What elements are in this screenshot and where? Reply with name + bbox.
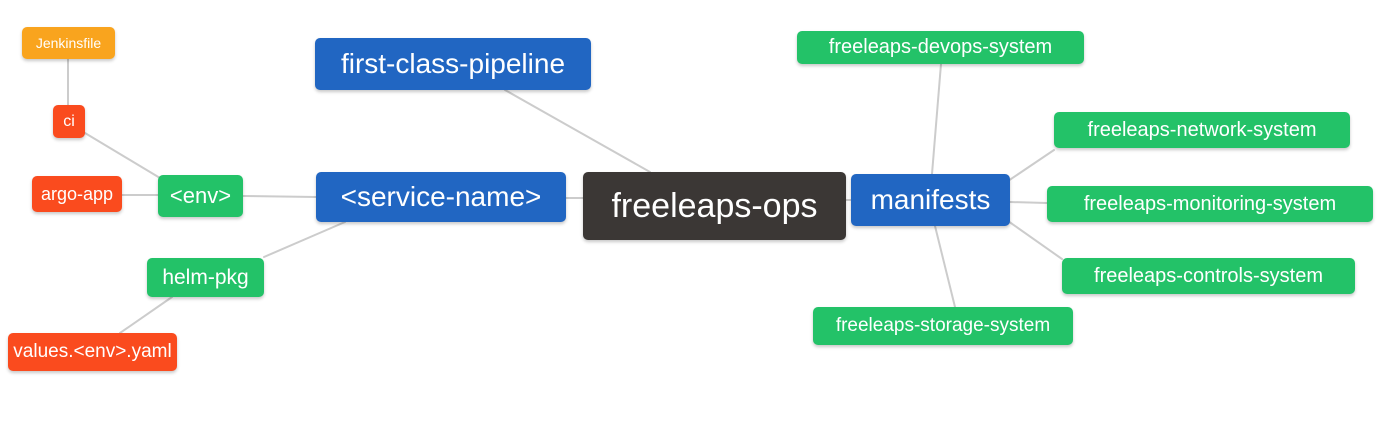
node-freeleaps-devops-system[interactable]: freeleaps-devops-system — [797, 31, 1084, 64]
node-freeleaps-monitoring-system[interactable]: freeleaps-monitoring-system — [1047, 186, 1373, 222]
edge-ci-env — [84, 132, 161, 179]
node-first-class-pipeline[interactable]: first-class-pipeline — [315, 38, 591, 90]
edge-pipeline-root — [504, 89, 651, 173]
edge-manifests-network — [1007, 149, 1055, 182]
node-freeleaps-storage-system[interactable]: freeleaps-storage-system — [813, 307, 1073, 345]
node-service-name[interactable]: <service-name> — [316, 172, 566, 222]
node-freeleaps-network-system[interactable]: freeleaps-network-system — [1054, 112, 1350, 148]
edge-helm-pkg-values — [119, 296, 173, 334]
node-freeleaps-controls-system[interactable]: freeleaps-controls-system — [1062, 258, 1355, 294]
edge-manifests-storage — [934, 225, 956, 308]
edge-env-service-name — [242, 195, 317, 198]
node-helm-pkg[interactable]: helm-pkg — [147, 258, 264, 297]
node-root-freeleaps-ops[interactable]: freeleaps-ops — [583, 172, 846, 240]
node-values-env-yaml[interactable]: values.<env>.yaml — [8, 333, 177, 371]
edge-manifests-controls — [1007, 220, 1063, 260]
edge-manifests-devops — [931, 63, 942, 175]
node-jenkinsfile[interactable]: Jenkinsfile — [22, 27, 115, 59]
node-manifests[interactable]: manifests — [851, 174, 1010, 226]
node-ci[interactable]: ci — [53, 105, 85, 138]
node-argo-app[interactable]: argo-app — [32, 176, 122, 212]
node-env[interactable]: <env> — [158, 175, 243, 217]
edge-manifests-monitoring — [1009, 201, 1048, 204]
edge-service-name-helm-pkg — [263, 221, 346, 258]
